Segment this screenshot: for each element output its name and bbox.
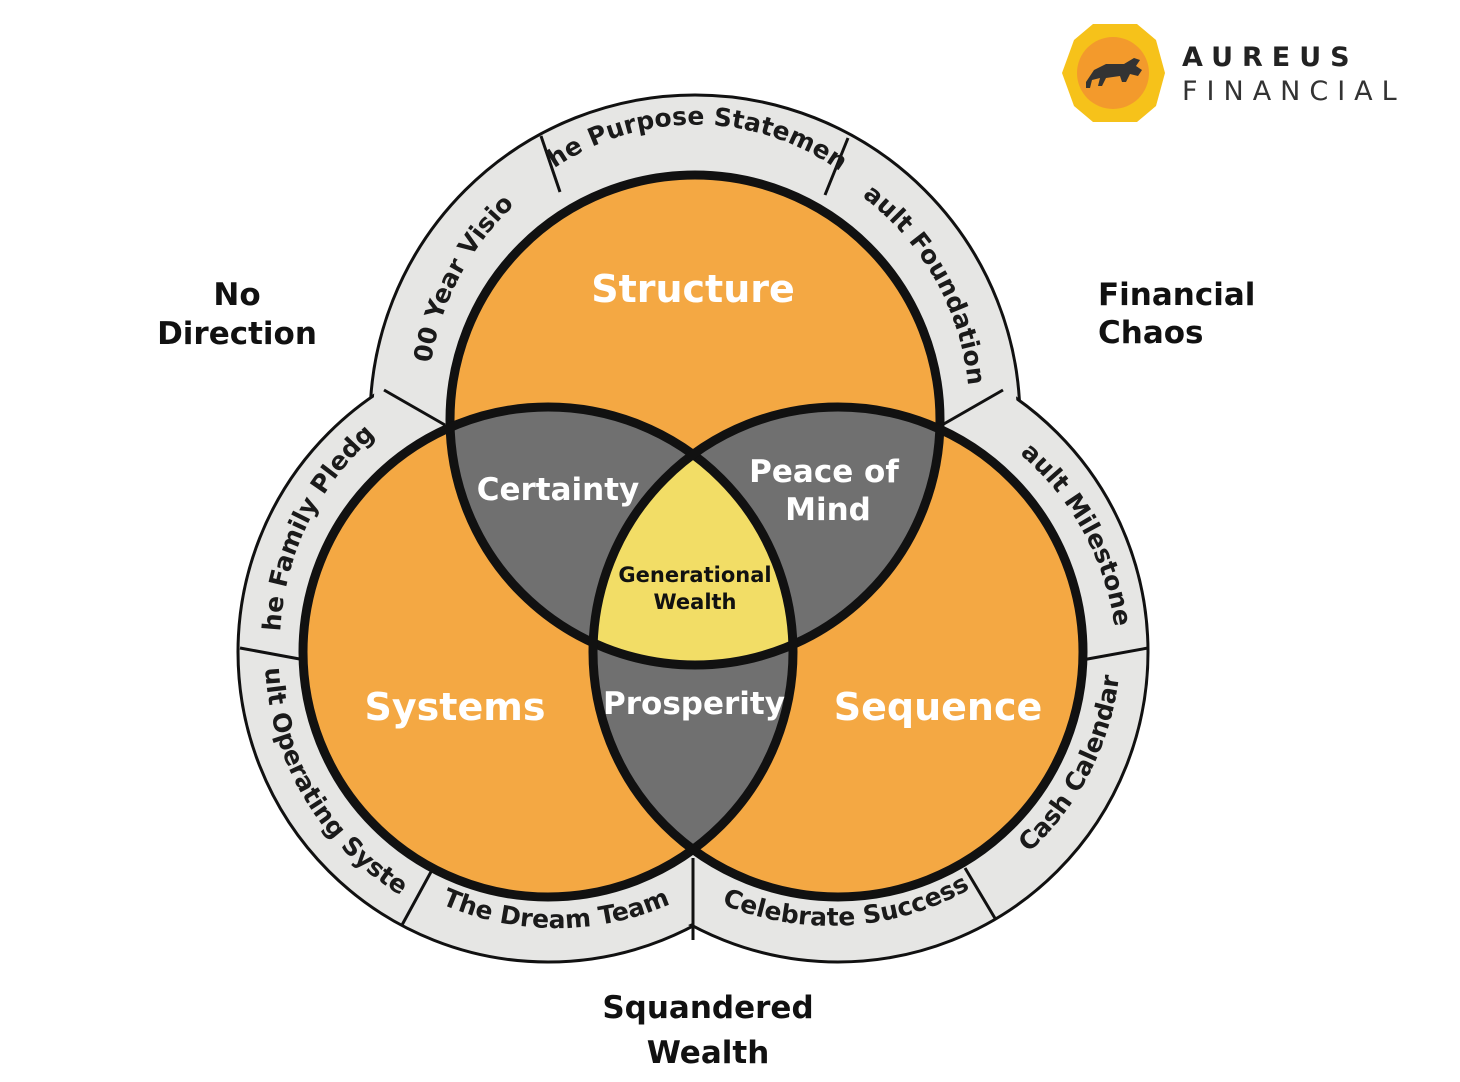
- outside-chaos: Chaos: [1098, 315, 1204, 351]
- label-systems: Systems: [365, 685, 546, 729]
- outside-squandered: Squandered: [602, 990, 813, 1026]
- overlap-center: [593, 407, 793, 665]
- label-structure: Structure: [591, 267, 795, 311]
- outside-financial: Financial: [1098, 277, 1255, 313]
- bull-icon: [1086, 58, 1142, 88]
- outside-wealth: Wealth: [647, 1035, 770, 1071]
- outside-no: No: [213, 277, 260, 313]
- label-sequence: Sequence: [834, 685, 1043, 729]
- label-generational: Generational: [618, 563, 771, 587]
- label-wealth: Wealth: [653, 590, 736, 614]
- label-mind: Mind: [785, 492, 871, 528]
- label-certainty: Certainty: [477, 472, 640, 508]
- outside-direction: Direction: [157, 316, 317, 352]
- logo-aureus-text: AUREUS: [1182, 42, 1359, 73]
- label-prosperity: Prosperity: [603, 686, 785, 722]
- circle-outlines: [298, 170, 1088, 902]
- label-peace-of: Peace of: [749, 454, 899, 490]
- logo-financial-text: FINANCIAL: [1182, 76, 1406, 107]
- aureus-logo: AUREUS FINANCIAL: [1062, 24, 1406, 122]
